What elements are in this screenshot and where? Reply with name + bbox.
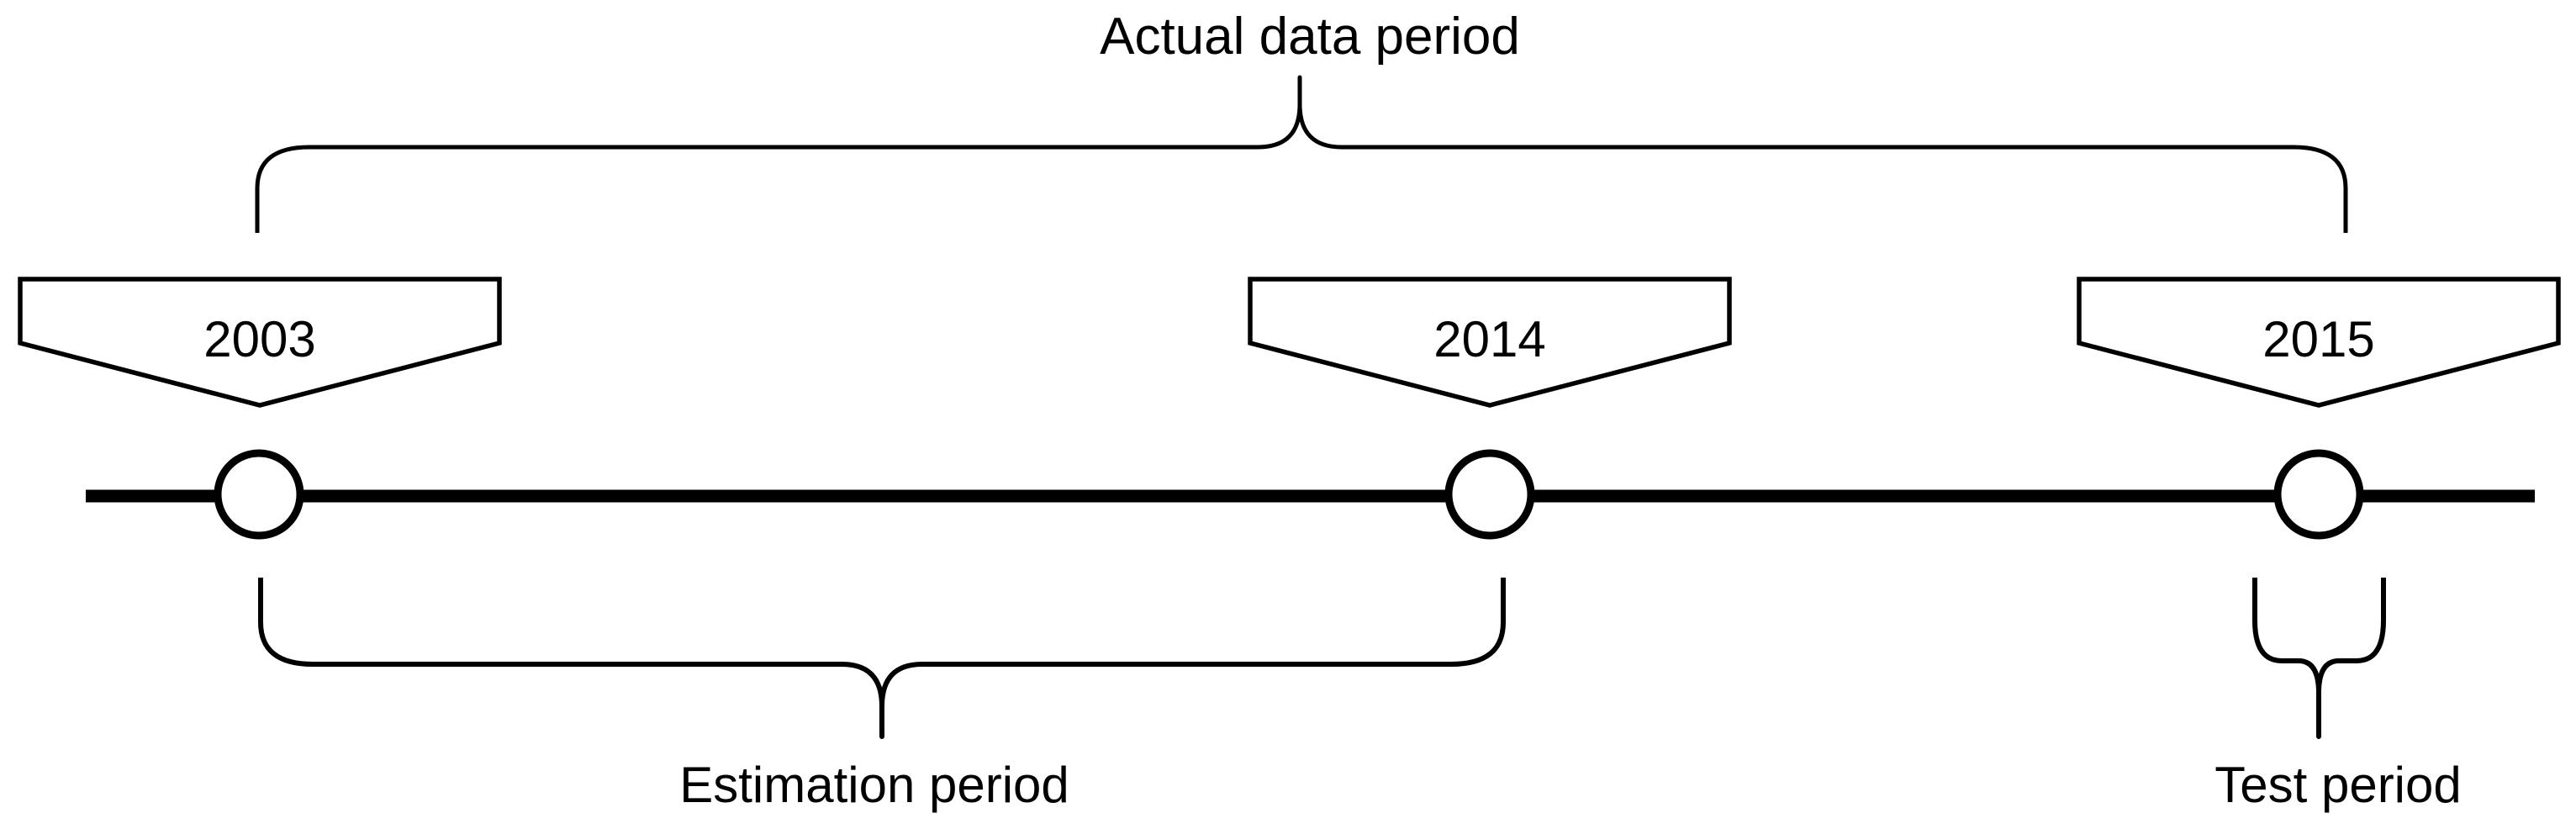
estimation-period-brace [258, 578, 1506, 739]
timeline-node-2003 [214, 449, 304, 540]
diagram-title: Actual data period [1100, 8, 1520, 66]
year-banner-2015-label: 2015 [2262, 311, 2374, 367]
year-banner-2014 [1248, 277, 1732, 408]
timeline-node-2015 [2273, 449, 2364, 540]
actual-period-brace [255, 75, 2348, 233]
year-banner-2015 [2077, 277, 2561, 408]
timeline-node-2014 [1444, 449, 1535, 540]
year-banner-2003 [18, 277, 502, 408]
year-banner-2014-label: 2014 [1433, 311, 1545, 367]
year-banner-2003-label: 2003 [203, 311, 315, 367]
test-period-brace [2252, 578, 2386, 739]
test-period-label: Test period [2214, 757, 2462, 813]
estimation-period-label: Estimation period [679, 757, 1069, 813]
